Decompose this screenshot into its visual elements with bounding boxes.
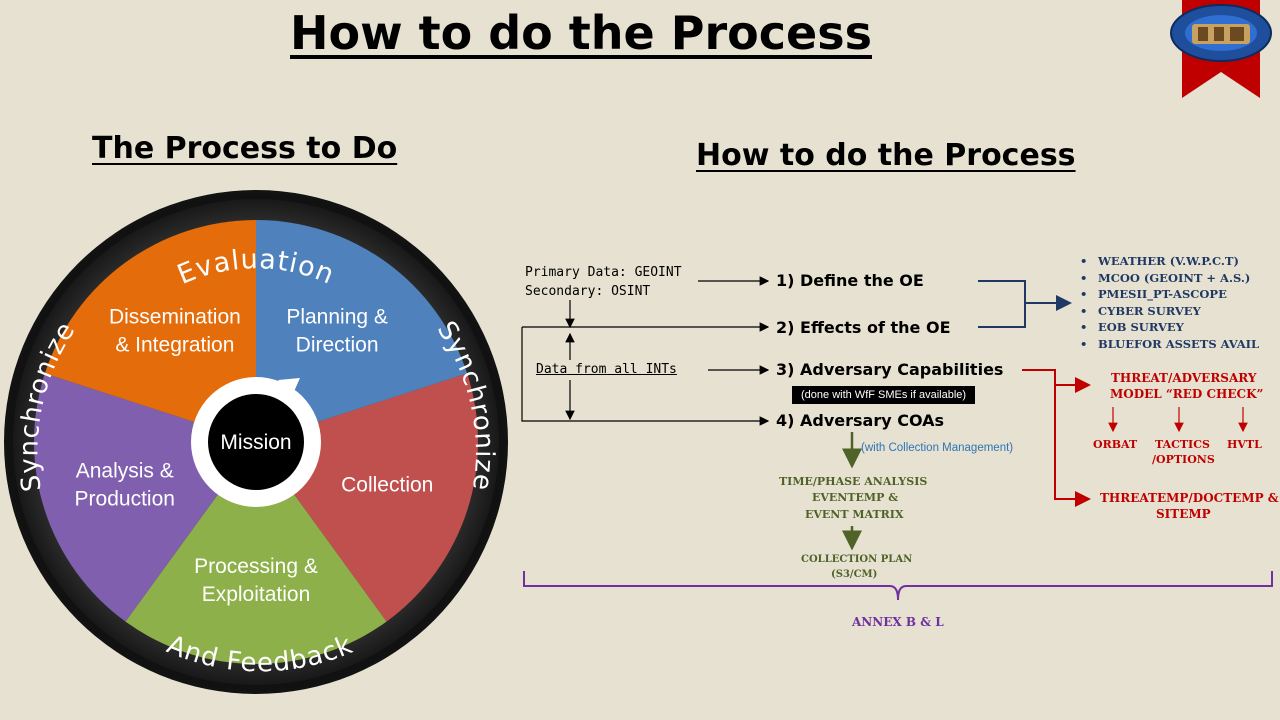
oe-output-item: WEATHER (V.W.P.C.T) [1080,253,1259,270]
cycle-arrow-icon [278,378,300,396]
primary-data-label: Primary Data: GEOINT [525,265,682,280]
wheel-label-processing: Processing &Exploitation [194,555,318,606]
wff-note: (done with WfF SMEs if available) [792,386,976,404]
secondary-data-label: Secondary: OSINT [525,284,651,299]
wheel-segment-processing [125,442,387,664]
wheel-label-planning: Planning &Direction [286,305,388,356]
step-adversary-coas: 4) Adversary COAs [776,411,945,430]
threat-templates-line2: SITEMP [1156,507,1211,521]
step-define-oe: 1) Define the OE [776,271,924,290]
analysis-line1: TIME/PHASE ANALYSIS [779,475,928,488]
all-ints-label: Data from all INTs [536,362,677,377]
oe-output-item: MCOO (GEOINT + A.S.) [1080,270,1259,287]
process-heading: The Process to Do [92,131,398,166]
collection-plan-line2: (S3/CM) [831,569,878,580]
oe-output-item: EOB SURVEY [1080,319,1259,336]
page-title: How to do the Process [290,6,872,60]
threat-output-tactics: TACTICS [1155,438,1210,451]
collection-mgmt-note: (with Collection Management) [861,442,1014,454]
how-heading: How to do the Process [696,138,1076,173]
step-adversary-capabilities: 3) Adversary Capabilities [776,360,1004,379]
wheel-segment-dissemination [44,220,257,442]
analysis-line2: EVENTEMP & [812,491,899,504]
intel-cycle-wheel: Mission Planning &DirectionCollectionPro… [4,190,508,694]
annex-label: ANNEX B & L [852,615,944,629]
threat-templates-line1: THREATEMP/DOCTEMP & [1100,491,1279,505]
wheel-label-analysis: Analysis &Production [75,460,175,511]
oe-output-item: PMESII_PT-ASCOPE [1080,286,1259,303]
oe-output-list: WEATHER (V.W.P.C.T) MCOO (GEOINT + A.S.)… [1080,253,1259,353]
threat-output-hvtl: HVTL [1227,438,1262,451]
unit-logo [1170,0,1272,98]
mission-label: Mission [220,431,291,454]
collection-plan-line1: COLLECTION PLAN [801,554,913,565]
mission-core [208,394,304,490]
annex-brace [523,571,1273,601]
threat-output-orbat: ORBAT [1093,438,1138,451]
wheel-label-dissemination: Dissemination& Integration [109,305,241,356]
wheel-segment-planning [256,220,468,442]
threat-model-line1: THREAT/ADVERSARY [1111,371,1257,385]
oe-output-item: CYBER SURVEY [1080,303,1259,320]
step-effects-oe: 2) Effects of the OE [776,318,951,337]
oe-output-item: BLUEFOR ASSETS AVAIL [1080,336,1259,353]
threat-model-line2: MODEL “RED CHECK” [1110,387,1264,401]
wheel-label-collection: Collection [341,474,433,497]
analysis-line3: EVENT MATRIX [805,508,904,521]
threat-output-options: /OPTIONS [1152,453,1215,466]
